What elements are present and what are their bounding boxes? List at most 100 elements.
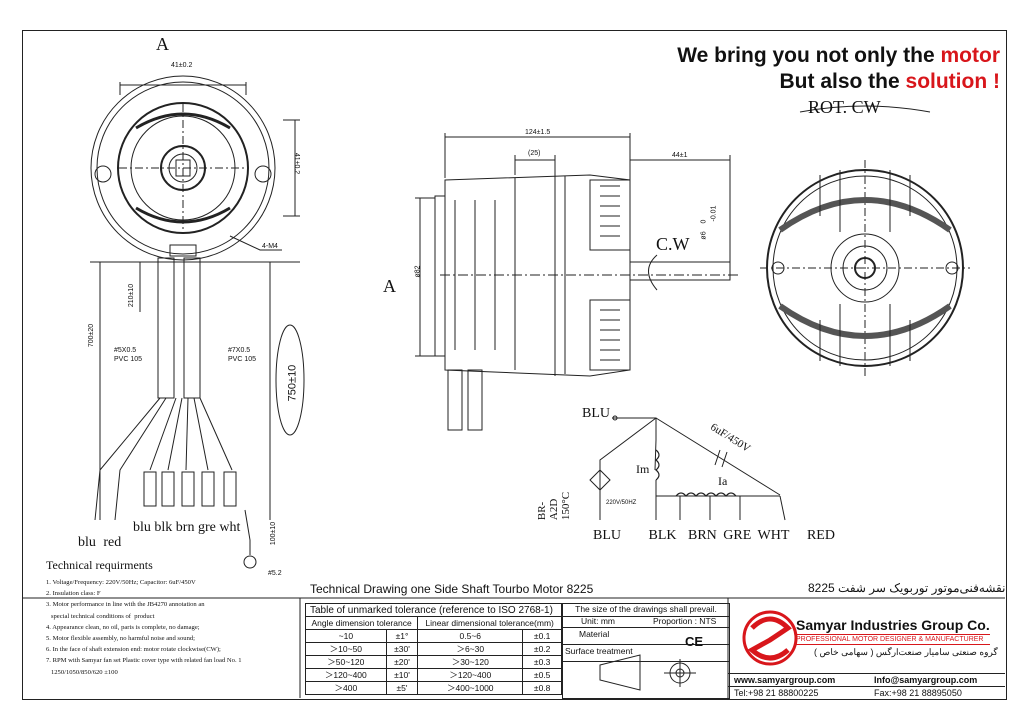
table-cell: ±1° [385, 629, 419, 643]
tech-list: 1. Voltage/Frequency: 220V/50Hz; Capacit… [46, 577, 316, 678]
lead-3: GRE [723, 528, 752, 543]
wire-spec-7: #7X0.5 [228, 347, 251, 354]
wire-left-0: blu [78, 535, 96, 550]
schematic-leads: BLU BLK BRN GRE WHT RED [593, 528, 835, 544]
rotation-label: ROT. CW [808, 97, 881, 117]
table-cell: ＞120~400 [417, 668, 524, 682]
wire-right-3: gre [197, 520, 216, 535]
schematic-protector: BR-A2D 150°C [536, 491, 573, 521]
wire-pvc-2: PVC 105 [228, 356, 257, 363]
table-cell: ±0.8 [522, 681, 562, 695]
view-label-a-top: A [156, 34, 169, 54]
tech-item: special technical conditions of product [46, 612, 155, 620]
lead-2: BRN [688, 528, 717, 543]
dim-screw: 4-M4 [262, 243, 278, 250]
tolerance-caption: Table of unmarked tolerance (reference t… [305, 603, 562, 617]
company-tagline: PROFESSIONAL MOTOR DESIGNER & MANUFACTUR… [796, 634, 990, 645]
ce-mark: CE [685, 634, 704, 649]
table-row: ＞10~50±30'＞6~30±0.2 [305, 642, 562, 656]
table-row: ~10±1°0.5~6±0.1 [305, 629, 562, 643]
proportion-label: Proportion : NTS [653, 616, 717, 626]
dim-shaft: ø6 [700, 231, 708, 240]
schematic-im: Im [636, 462, 650, 476]
dim-w41-top: 41±0.2 [171, 62, 193, 69]
table-cell: ±20' [385, 655, 419, 669]
lead-1: BLK [648, 528, 677, 543]
shaft-rotation-label: C.W [656, 234, 690, 254]
dim-w41-side: 41±0.2 [293, 152, 301, 175]
cable-bundle [90, 257, 305, 569]
company-tel: Tel:+98 21 88800225 [734, 688, 819, 698]
dim-750: 750±10 [286, 364, 299, 402]
company-farsi: گروه صنعتی سامیار صنعت‌ارگس ( سهامی خاص … [814, 647, 998, 657]
wire-pvc-1: PVC 105 [114, 356, 143, 363]
surface-label: Surface treatment [563, 646, 729, 662]
company-block: Samyar Industries Group Co. PROFESSIONAL… [728, 603, 1005, 673]
table-cell: ±0.5 [522, 668, 562, 682]
table-cell: ＞50~120 [305, 655, 387, 669]
drawing-title: Technical Drawing one Side Shaft Tourbo … [310, 582, 594, 596]
lead-4: WHT [757, 528, 790, 543]
front-view [90, 75, 300, 261]
wire-labels-right: blu blk brn gre wht [133, 520, 240, 536]
table-cell: 0.5~6 [417, 629, 524, 643]
table-row: ＞120~400±10'＞120~400±0.5 [305, 668, 562, 682]
projection-symbol [599, 654, 696, 691]
tech-item: 1250/1050/850/620 ±100 [46, 668, 118, 676]
dim-25: (25) [528, 150, 541, 157]
lead-0: BLU [593, 528, 621, 543]
tolerance-table: Table of unmarked tolerance (reference t… [304, 603, 562, 695]
size-note: The size of the drawings shall prevail. [563, 604, 729, 617]
table-cell: ~10 [305, 629, 387, 643]
dimension-labels: 41±0.2 41±0.2 4-M4 210±10 700±20 #5X0.5 … [88, 62, 718, 577]
contact-block: www.samyargroup.com Info@samyargroup.com… [728, 673, 1005, 699]
unit-row: Unit: mm Proportion : NTS [563, 616, 729, 628]
company-name: Samyar Industries Group Co. [796, 617, 990, 633]
linear-header: Linear dimensional tolerance(mm) [417, 616, 562, 630]
table-cell: ±5' [385, 681, 419, 695]
tech-item: 6. In the face of shaft extension end: m… [46, 646, 221, 654]
drawing-info-block: The size of the drawings shall prevail. … [562, 603, 730, 699]
farsi-title: نقشه‌فنی‌موتور توربویک سر شفت 8225 [808, 581, 1006, 595]
company-web[interactable]: www.samyargroup.com [734, 675, 836, 685]
wire-spec-5: #5X0.5 [114, 347, 137, 354]
dim-44: 44±1 [672, 152, 688, 159]
dim-hole: #5.2 [268, 570, 282, 577]
table-row: ＞400±5'＞400~1000±0.8 [305, 681, 562, 695]
headline-line-1: We bring you not only the motor [677, 44, 1000, 67]
wire-right-2: brn [175, 520, 195, 535]
table-cell: ±30' [385, 642, 419, 656]
table-cell: ＞6~30 [417, 642, 524, 656]
rear-view [760, 105, 970, 376]
tech-item: 5. Motor flexible assembly, no harmful n… [46, 635, 196, 643]
table-cell: ±0.1 [522, 629, 562, 643]
table-cell: ±0.3 [522, 655, 562, 669]
tech-item: 4. Appearance clean, no oil, paris is co… [46, 623, 200, 631]
schematic-ia: Ia [718, 474, 728, 488]
table-cell: ＞30~120 [417, 655, 524, 669]
schematic-supply: 220V/50HZ [606, 500, 637, 506]
title-block-dividers [299, 598, 729, 698]
view-label-a-side: A [383, 276, 396, 296]
dim-shaft-tol-lower: -0.01 [710, 205, 718, 222]
material-label: Material [563, 629, 729, 645]
table-cell: ＞400~1000 [417, 681, 524, 695]
angle-header: Angle dimension tolerance [304, 616, 419, 630]
dim-124: 124±1.5 [525, 129, 551, 136]
table-cell: ＞120~400 [305, 668, 387, 682]
table-cell: ±0.2 [522, 642, 562, 656]
tech-title: Technical requirments [46, 558, 153, 572]
table-cell: ＞400 [305, 681, 387, 695]
company-email[interactable]: Info@samyargroup.com [874, 675, 978, 685]
dim-shaft-tol-upper: 0 [700, 219, 708, 224]
wire-labels-left: blu red [78, 535, 121, 551]
drawing-frame [22, 30, 1007, 700]
wire-right-4: wht [219, 520, 241, 535]
table-cell: ±10' [385, 668, 419, 682]
wire-right-0: blu [133, 520, 151, 535]
technical-requirements: Technical requirments 1. Voltage/Frequen… [46, 558, 316, 678]
wire-right-1: blk [154, 520, 173, 535]
tech-item: 7. RPM with Samyar fan set Plastic cover… [46, 657, 242, 665]
table-cell: ＞10~50 [305, 642, 387, 656]
